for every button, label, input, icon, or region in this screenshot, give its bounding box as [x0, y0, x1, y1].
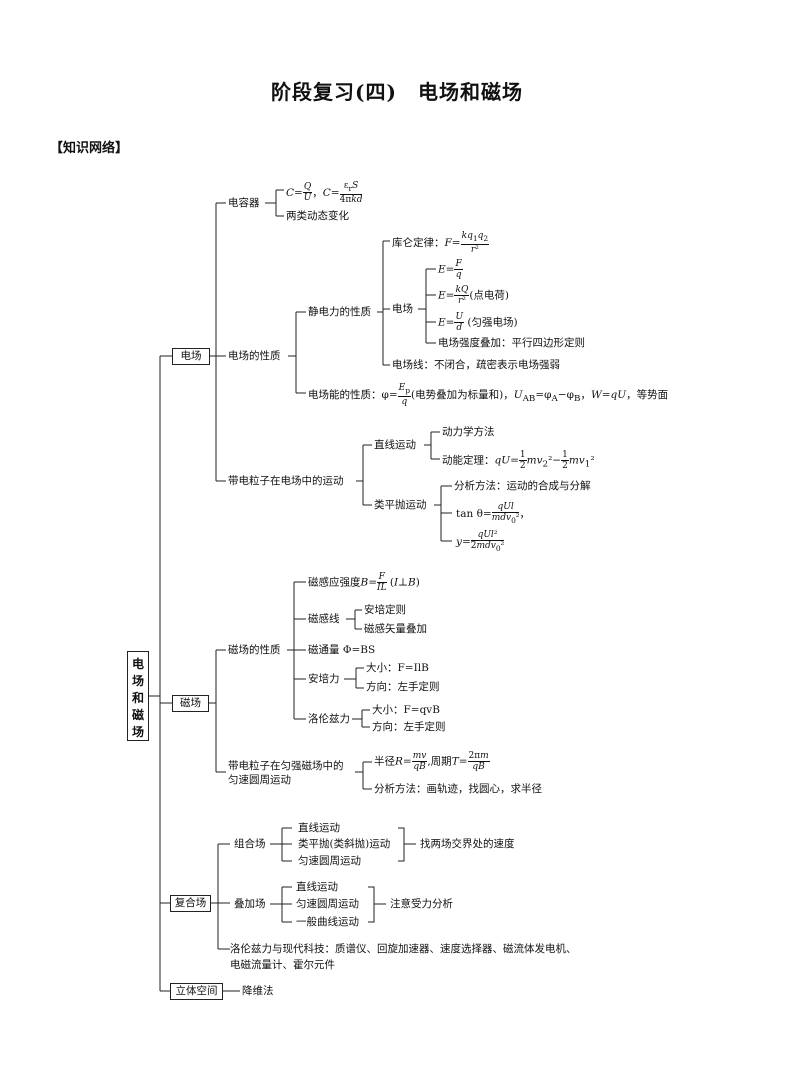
superposed-field-note: 注意受力分析 [390, 898, 453, 910]
electrostatic-force-props: 静电力的性质 [308, 306, 371, 318]
branch-compound-field: 复合场 [170, 895, 211, 912]
projectile-like-motion: 类平抛运动 [374, 499, 427, 511]
ampere-force-direction: 方向：左手定则 [366, 681, 440, 693]
magnetic-field-props: 磁场的性质 [228, 644, 281, 656]
section-label: 【知识网络】 [50, 141, 129, 156]
magnetic-flux: 磁通量 Φ=BS [308, 644, 376, 656]
lorentz-technology-2: 电磁流量计、霍尔元件 [230, 959, 335, 971]
branch-spatial: 立体空间 [170, 983, 223, 1000]
lorentz-force-magnitude: 大小：F=qvB [372, 704, 440, 716]
lorentz-technology-1: 洛伦兹力与现代科技：质谱仪、回旋加速器、速度选择器、磁流体发电机、 [230, 943, 577, 955]
magnetic-vector-superposition: 磁感矢量叠加 [364, 623, 427, 635]
combined-projectile-motion: 类平抛(类斜抛)运动 [298, 838, 391, 850]
magnetic-induction-lines: 磁感线 [308, 613, 340, 625]
capacitor-dynamic-change: 两类动态变化 [286, 210, 349, 222]
superposed-field: 叠加场 [234, 898, 266, 910]
superposed-linear-motion: 直线运动 [296, 881, 338, 893]
circular-motion-label-2: 匀速圆周运动 [228, 774, 291, 786]
superposed-circular-motion: 匀速圆周运动 [296, 898, 359, 910]
combined-field-note: 找两场交界处的速度 [420, 838, 515, 850]
branch-magnetic-field: 磁场 [172, 695, 209, 712]
superposed-curved-motion: 一般曲线运动 [296, 916, 359, 928]
circular-analysis-method: 分析方法：画轨迹，找圆心，求半径 [374, 783, 542, 795]
lorentz-force: 洛伦兹力 [308, 713, 350, 725]
circular-motion-label-1: 带电粒子在匀强磁场中的 [228, 760, 344, 772]
lorentz-force-direction: 方向：左手定则 [372, 721, 446, 733]
field-node: 电场 [392, 303, 413, 315]
root-node: 电场和磁场 [127, 651, 149, 741]
ampere-rule: 安培定则 [364, 604, 406, 616]
electric-field-lines: 电场线：不闭合，疏密表示电场强弱 [392, 359, 560, 371]
combined-linear-motion: 直线运动 [298, 822, 340, 834]
capacitor-node: 电容器 [228, 197, 260, 209]
ampere-force: 安培力 [308, 673, 340, 685]
charged-particle-in-electric-field: 带电粒子在电场中的运动 [228, 475, 344, 487]
combined-circular-motion: 匀速圆周运动 [298, 855, 361, 867]
field-superposition: 电场强度叠加：平行四边形定则 [438, 337, 585, 349]
projectile-analysis-method: 分析方法：运动的合成与分解 [454, 480, 591, 492]
electric-field-props: 电场的性质 [228, 350, 281, 362]
linear-motion: 直线运动 [374, 439, 416, 451]
combined-field: 组合场 [234, 838, 266, 850]
dimension-reduction-method: 降维法 [242, 985, 274, 997]
ampere-force-magnitude: 大小：F=IlB [366, 662, 429, 674]
page-title: 阶段复习(四) 电场和磁场 [271, 80, 523, 104]
branch-electric-field: 电场 [172, 348, 210, 365]
dynamics-method: 动力学方法 [442, 426, 495, 438]
